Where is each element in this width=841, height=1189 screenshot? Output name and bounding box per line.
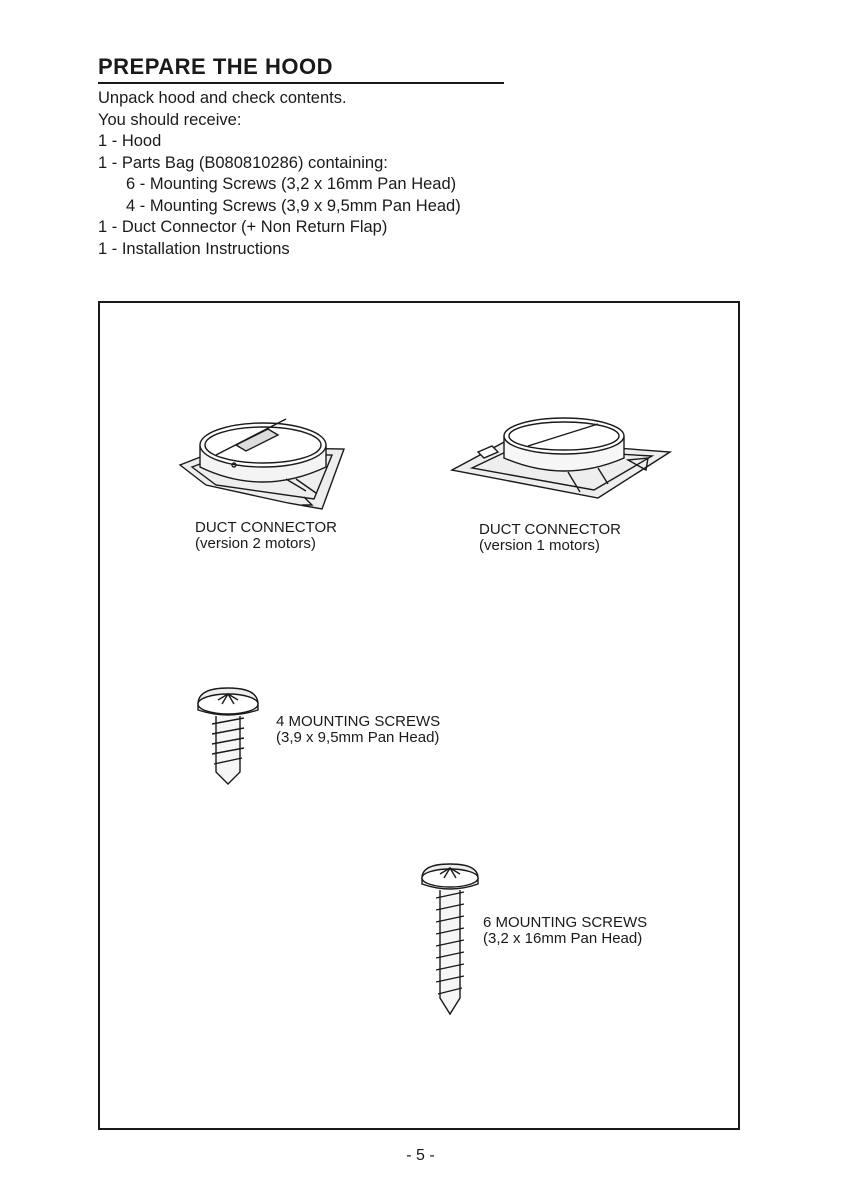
caption-title: 6 MOUNTING SCREWS: [483, 914, 648, 931]
short-screws-caption: 4 MOUNTING SCREWS (3,9 x 9,5mm Pan Head): [276, 714, 440, 746]
list-item: 1 - Installation Instructions: [98, 239, 290, 258]
intro-line: You should receive:: [98, 110, 242, 129]
short-screw-illustration: [197, 687, 259, 785]
caption-sub: (version 2 motors): [195, 535, 316, 552]
list-sub-item: 6 - Mounting Screws (3,2 x 16mm Pan Head…: [126, 175, 457, 193]
duct-connector-v2-illustration: [178, 418, 345, 510]
page-heading: PREPARE THE HOOD: [98, 54, 504, 84]
caption-title: DUCT CONNECTOR: [479, 521, 621, 538]
caption-sub: (3,2 x 16mm Pan Head): [483, 930, 643, 947]
caption-title: DUCT CONNECTOR: [195, 519, 337, 536]
intro-line: Unpack hood and check contents.: [98, 89, 347, 107]
parts-figure-frame: [98, 301, 740, 1130]
page-number: - 5 -: [406, 1147, 435, 1164]
caption-sub: (3,9 x 9,5mm Pan Head): [276, 729, 440, 746]
duct-connector-v1-illustration: [449, 417, 673, 499]
list-item: 1 - Hood: [98, 132, 162, 150]
contents-list: Unpack hood and check contents. You shou…: [98, 88, 698, 260]
list-item: 1 - Parts Bag (B080810286) containing:: [98, 153, 388, 172]
long-screw-illustration: [421, 863, 479, 1016]
caption-title: 4 MOUNTING SCREWS: [276, 713, 441, 730]
list-item: 1 - Duct Connector (+ Non Return Flap): [98, 218, 388, 236]
long-screws-caption: 6 MOUNTING SCREWS (3,2 x 16mm Pan Head): [483, 915, 647, 947]
caption-sub: (version 1 motors): [479, 537, 600, 554]
duct-connector-v2-caption: DUCT CONNECTOR (version 2 motors): [195, 520, 337, 552]
duct-connector-v1-caption: DUCT CONNECTOR (version 1 motors): [479, 522, 621, 554]
list-sub-item: 4 - Mounting Screws (3,9 x 9,5mm Pan Hea…: [126, 196, 461, 215]
